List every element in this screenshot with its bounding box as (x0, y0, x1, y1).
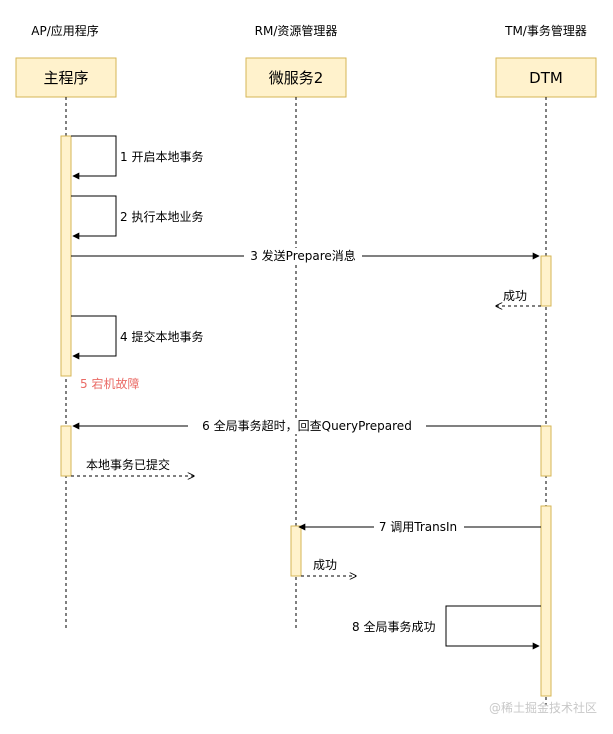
failure-note: 5 宕机故障 (80, 376, 139, 391)
participant-role-label-tm: TM/事务管理器 (504, 23, 587, 38)
participant-role-label-ap: AP/应用程序 (31, 23, 99, 38)
participant-name-dtm: DTM (529, 69, 563, 87)
message-4-label: 4 提交本地事务 (120, 329, 203, 344)
activation-bar-main-2 (60, 425, 72, 477)
return-1: 成功 (496, 289, 541, 306)
message-3-call: 3 发送Prepare消息 (71, 248, 540, 264)
return-3-label: 成功 (313, 558, 337, 572)
message-1-self: 1 开启本地事务 (71, 135, 203, 180)
participant-box-microservice-2: 微服务2 (245, 57, 347, 98)
activation-bar-dtm-3 (540, 505, 552, 697)
return-2: 本地事务已提交 (71, 457, 194, 476)
return-1-label: 成功 (503, 289, 527, 303)
message-3-label: 3 发送Prepare消息 (250, 248, 356, 263)
message-7-label: 7 调用TransIn (379, 520, 457, 534)
message-2-self: 2 执行本地业务 (71, 195, 203, 240)
message-6-label: 6 全局事务超时，回查QueryPrepared (202, 418, 412, 433)
message-2-label: 2 执行本地业务 (120, 209, 203, 224)
message-4-self: 4 提交本地事务 (71, 315, 203, 360)
activation-bar-main-1 (60, 135, 72, 377)
activation-bar-dtm-2 (540, 425, 552, 477)
participant-box-dtm: DTM (495, 57, 597, 98)
message-8-label: 8 全局事务成功 (352, 619, 435, 634)
message-7-call: 7 调用TransIn (298, 519, 541, 535)
participant-name-main-program: 主程序 (43, 69, 88, 87)
participant-box-main-program: 主程序 (15, 57, 117, 98)
return-2-label: 本地事务已提交 (86, 457, 170, 472)
message-6-call: 6 全局事务超时，回查QueryPrepared (72, 418, 541, 434)
watermark: @稀土掘金技术社区 (489, 700, 597, 715)
activation-bar-dtm-1 (540, 255, 552, 307)
participant-name-microservice-2: 微服务2 (269, 69, 324, 87)
message-8-self: 8 全局事务成功 (352, 605, 541, 650)
activation-bar-ms2 (290, 525, 302, 577)
message-1-label: 1 开启本地事务 (120, 149, 203, 164)
return-3: 成功 (301, 558, 356, 576)
participant-role-label-rm: RM/资源管理器 (255, 23, 338, 38)
